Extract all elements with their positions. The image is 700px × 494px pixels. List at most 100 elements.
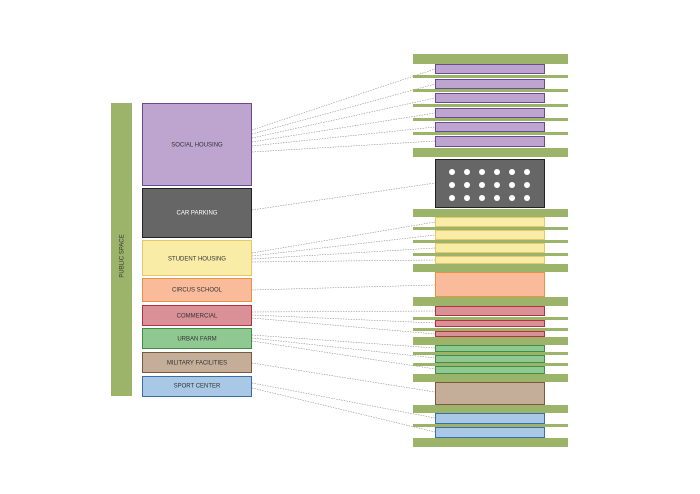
parking-dot — [509, 182, 515, 188]
connector-line — [251, 247, 436, 260]
floor-military-facilities — [435, 382, 545, 405]
program-legend: SOCIAL HOUSING CAR PARKING STUDENT HOUSI… — [142, 103, 252, 397]
floor-car-parking — [435, 159, 545, 208]
parking-dot — [509, 169, 515, 175]
parking-dots — [449, 169, 530, 201]
legend-label-student-housing: STUDENT HOUSING — [168, 257, 226, 263]
floor-commercial — [435, 320, 545, 327]
floor-slab — [413, 104, 568, 107]
connector-line — [251, 340, 436, 370]
floor-sport-center — [435, 413, 545, 424]
legend-box-student-housing — [142, 240, 252, 276]
floor-slab — [413, 317, 568, 320]
public-space-band — [111, 103, 132, 396]
floor-slab — [413, 424, 568, 427]
legend-label-military-facilities: MILITARY FACILITIES — [167, 361, 227, 367]
connector-line — [251, 234, 436, 257]
connector-line — [251, 362, 436, 393]
floor-slab — [413, 209, 568, 217]
connector-line — [251, 140, 436, 153]
legend-label-sport-center: SPORT CENTER — [174, 384, 221, 390]
connector-line — [251, 182, 436, 211]
floor-slab — [413, 253, 568, 256]
legend-commercial: COMMERCIAL — [142, 305, 252, 326]
floor-social-housing — [435, 64, 545, 74]
parking-dot — [524, 195, 530, 201]
parking-dot — [494, 195, 500, 201]
legend-box-social-housing — [142, 103, 252, 186]
connector-line — [251, 387, 436, 433]
legend-box-urban-farm — [142, 328, 252, 349]
connector-line — [251, 126, 436, 147]
legend-box-military-facilities — [142, 352, 252, 373]
connector-line — [251, 310, 436, 313]
floor-slab — [413, 405, 568, 413]
floor-urban-farm — [435, 366, 545, 374]
floor-slab — [413, 337, 568, 345]
legend-circus-school: CIRCUS SCHOOL — [142, 278, 252, 302]
floor-social-housing — [435, 122, 545, 132]
floor-slab — [413, 227, 568, 230]
connector-line — [251, 259, 436, 263]
parking-dot — [464, 195, 470, 201]
connector-line — [251, 284, 436, 291]
floor-slab — [413, 374, 568, 382]
connector-line — [251, 334, 436, 349]
parking-dot — [509, 195, 515, 201]
floor-student-housing — [435, 217, 545, 227]
legend-student-housing: STUDENT HOUSING — [142, 240, 252, 276]
floor-slab — [413, 118, 568, 121]
connector-line — [251, 382, 436, 419]
parking-dot — [449, 195, 455, 201]
connector-line — [251, 68, 436, 131]
legend-sport-center: SPORT CENTER — [142, 376, 252, 397]
floor-social-housing — [435, 93, 545, 103]
legend-label-urban-farm: URBAN FARM — [177, 337, 216, 343]
connector-line — [251, 317, 436, 335]
parking-dot — [449, 182, 455, 188]
floor-slab — [413, 328, 568, 331]
legend-label-circus-school: CIRCUS SCHOOL — [172, 288, 223, 294]
connector-line — [251, 97, 436, 139]
parking-dot — [464, 182, 470, 188]
legend-label-social-housing: SOCIAL HOUSING — [171, 143, 223, 149]
floor-urban-farm — [435, 355, 545, 363]
floor-commercial — [435, 331, 545, 337]
floor-slab — [413, 75, 568, 78]
parking-dot — [524, 182, 530, 188]
parking-dot — [479, 169, 485, 175]
building-section — [413, 54, 568, 447]
floor-slab — [413, 297, 568, 306]
floor-slab — [413, 240, 568, 243]
connector-line — [251, 112, 436, 143]
public-space-label: PUBLIC SPACE — [120, 234, 126, 277]
legend-box-car-parking — [142, 188, 252, 238]
parking-dot — [464, 169, 470, 175]
floor-circus-school — [435, 272, 545, 297]
public-space-bar: PUBLIC SPACE — [111, 103, 132, 396]
floor-slab — [413, 132, 568, 135]
floor-student-housing — [435, 256, 545, 264]
parking-dot — [479, 195, 485, 201]
legend-label-car-parking: CAR PARKING — [177, 211, 218, 217]
connector-lines — [251, 68, 436, 433]
floor-slab — [413, 438, 568, 447]
legend-box-circus-school — [142, 278, 252, 302]
floor-slab — [413, 352, 568, 355]
connector-line — [251, 337, 436, 359]
connector-line — [251, 83, 436, 135]
floor-slab — [413, 89, 568, 92]
floor-commercial — [435, 306, 545, 316]
floor-sport-center — [435, 427, 545, 438]
floor-social-housing — [435, 136, 545, 147]
floor-slab — [413, 54, 568, 64]
legend-urban-farm: URBAN FARM — [142, 328, 252, 349]
connector-line — [251, 221, 436, 254]
legend-social-housing: SOCIAL HOUSING — [142, 103, 252, 186]
legend-box-sport-center — [142, 376, 252, 397]
floor-urban-farm — [435, 345, 545, 352]
parking-dot — [494, 182, 500, 188]
legend-military-facilities: MILITARY FACILITIES — [142, 352, 252, 373]
legend-car-parking: CAR PARKING — [142, 188, 252, 238]
